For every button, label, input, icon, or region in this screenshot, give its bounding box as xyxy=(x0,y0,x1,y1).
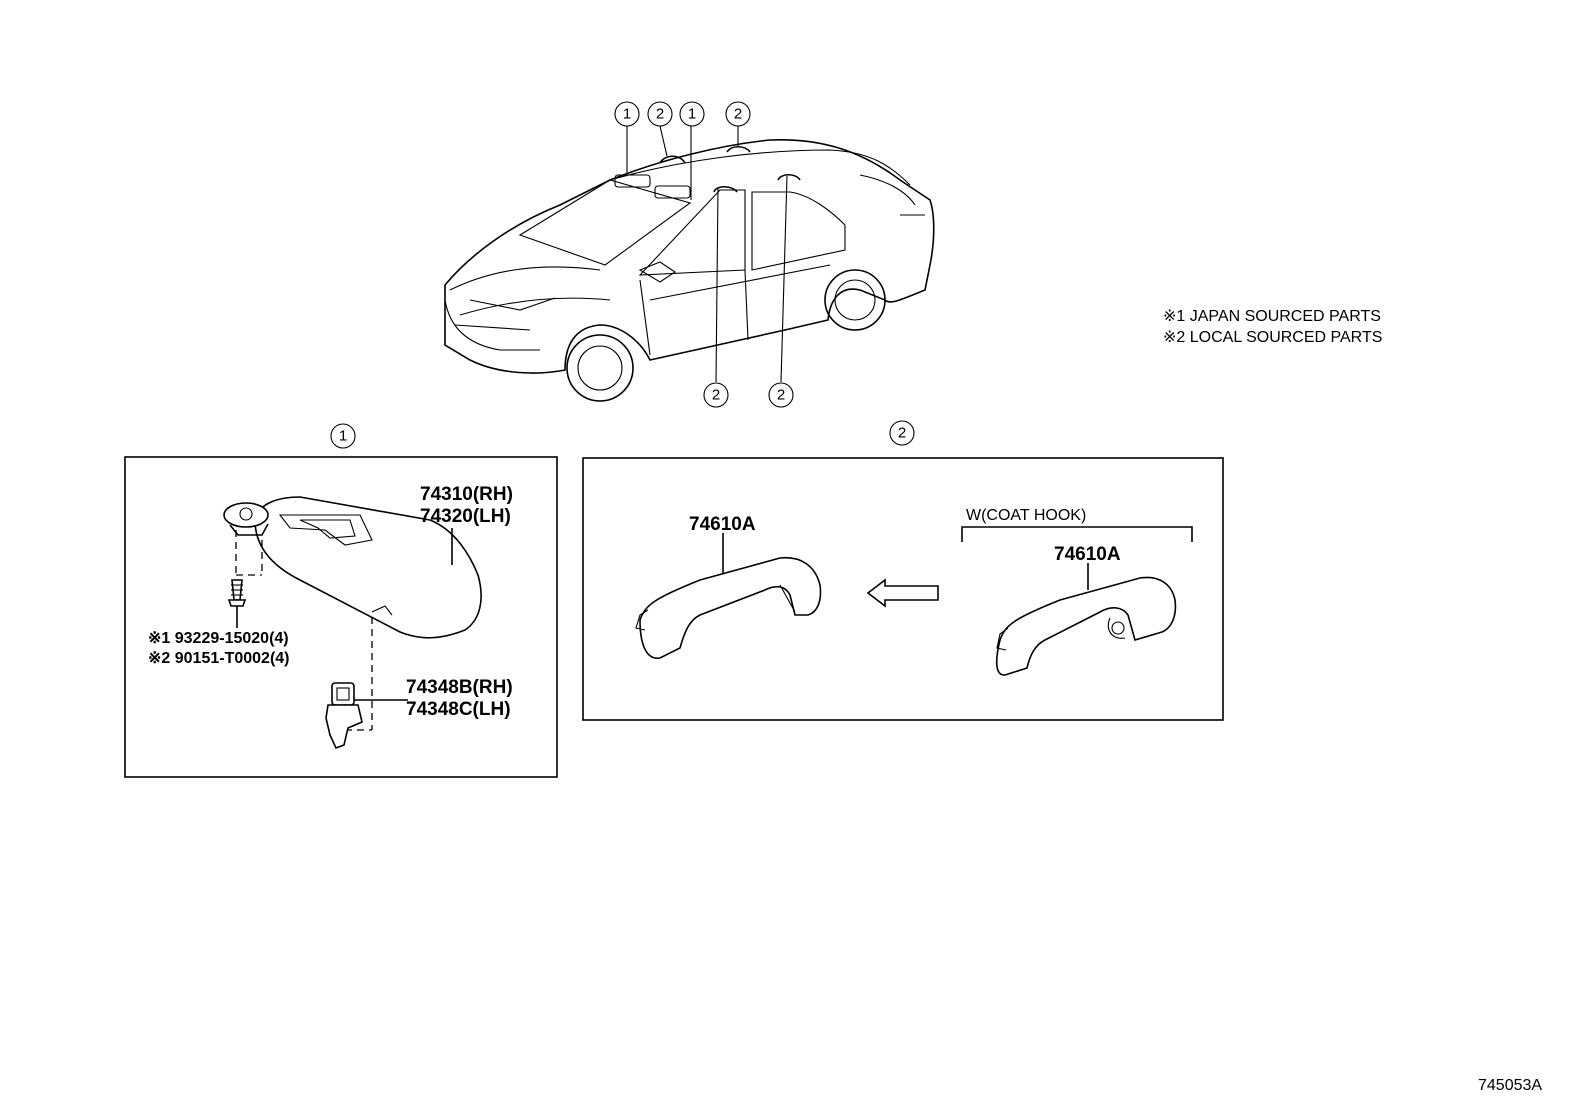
panel-sun-visor xyxy=(124,456,558,778)
svg-text:1: 1 xyxy=(623,106,631,123)
variant-bracket xyxy=(961,526,1193,542)
label-grip-part: 74610A xyxy=(689,514,756,535)
svg-text:2: 2 xyxy=(712,387,720,404)
visor-holder-icon xyxy=(325,682,408,750)
car-callout-top-1: 1 xyxy=(614,101,640,127)
label-visor-lh: 74320(LH) xyxy=(420,506,511,527)
car-callout-bottom-2: 2 xyxy=(768,382,794,408)
svg-text:2: 2 xyxy=(898,425,906,442)
assist-grip-coat-hook-icon xyxy=(995,576,1177,676)
car-callout-bottom-1: 2 xyxy=(703,382,729,408)
label-screw-local: ※2 90151-T0002(4) xyxy=(148,650,290,667)
svg-text:1: 1 xyxy=(339,428,347,445)
label-screw-japan: ※1 93229-15020(4) xyxy=(148,630,289,647)
svg-text:2: 2 xyxy=(734,106,742,123)
label-visor-rh: 74310(RH) xyxy=(420,484,513,505)
assist-grip-icon xyxy=(635,556,822,659)
car-illustration xyxy=(444,138,935,402)
svg-text:2: 2 xyxy=(777,387,785,404)
panel-assist-grip-marker: 2 xyxy=(889,420,915,446)
panel-assist-grip xyxy=(582,457,1224,721)
visor-dashed-guides xyxy=(235,530,373,731)
figure-id: 745053A xyxy=(1478,1077,1542,1094)
sun-visor-illustration xyxy=(223,496,482,639)
panel-sun-visor-marker: 1 xyxy=(330,423,356,449)
svg-text:2: 2 xyxy=(656,106,664,123)
note-japan-sourced: ※1 JAPAN SOURCED PARTS xyxy=(1163,308,1381,325)
note-local-sourced: ※2 LOCAL SOURCED PARTS xyxy=(1163,329,1382,346)
screw-icon xyxy=(227,579,247,628)
svg-text:1: 1 xyxy=(688,106,696,123)
label-holder-rh: 74348B(RH) xyxy=(406,677,513,698)
label-grip-coat-hook-part: 74610A xyxy=(1054,544,1121,565)
label-coat-hook-variant: W(COAT HOOK) xyxy=(966,507,1086,524)
arrow-left-icon xyxy=(866,578,939,608)
car-callout-top-2: 2 xyxy=(647,101,673,127)
label-holder-lh: 74348C(LH) xyxy=(406,699,511,720)
car-callout-top-3: 1 xyxy=(679,101,705,127)
car-callout-top-4: 2 xyxy=(725,101,751,127)
car-callout-leaders xyxy=(626,125,788,383)
